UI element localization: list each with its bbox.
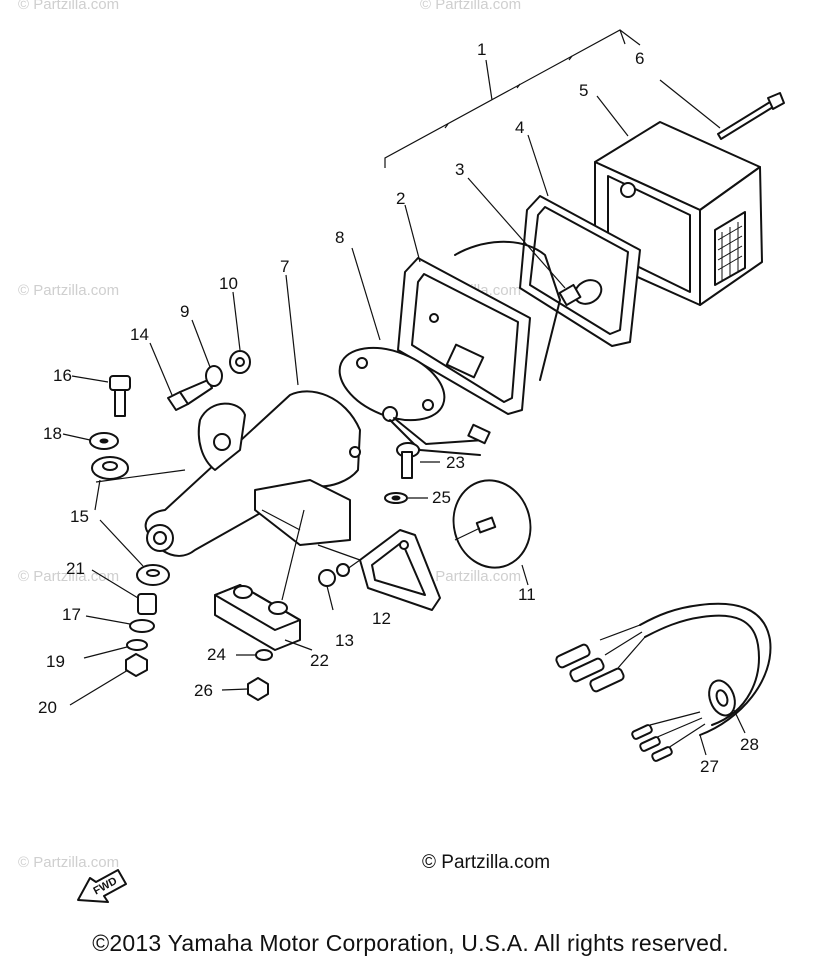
callout-17: 17 xyxy=(62,605,81,624)
part-14-bolt xyxy=(149,342,213,411)
part-27-wire-harness xyxy=(555,602,772,762)
part-21-collar xyxy=(91,569,157,615)
callout-25: 25 xyxy=(432,488,451,507)
part-19-lock-washer xyxy=(83,639,148,659)
part-2-base-plate xyxy=(397,204,561,415)
watermark-low-left: © Partzilla.com xyxy=(18,568,120,585)
part-7-main-bracket xyxy=(144,274,361,557)
callout-14: 14 xyxy=(130,325,149,344)
callout-10: 10 xyxy=(219,274,238,293)
callout-7: 7 xyxy=(280,257,289,276)
callout-22: 22 xyxy=(310,651,329,670)
callout-20: 20 xyxy=(38,698,57,717)
part-8-socket-plate xyxy=(338,247,491,456)
callout-26: 26 xyxy=(194,681,213,700)
callout-19: 19 xyxy=(46,652,65,671)
callout-28: 28 xyxy=(740,735,759,754)
part-9-washer xyxy=(191,319,223,387)
lens-reflector-grid xyxy=(714,211,746,286)
callout-23: 23 xyxy=(446,453,465,472)
callout-18: 18 xyxy=(43,424,62,443)
watermark-mid-left: © Partzilla.com xyxy=(18,282,120,299)
callout-2: 2 xyxy=(396,189,405,208)
callout-6: 6 xyxy=(635,49,644,68)
callout-15: 15 xyxy=(70,507,89,526)
part-12-reflector-bracket xyxy=(317,529,441,611)
copyright-footer: ©2013 Yamaha Motor Corporation, U.S.A. A… xyxy=(92,930,729,956)
callout-21: 21 xyxy=(66,559,85,578)
partzilla-credit: © Partzilla.com xyxy=(422,852,551,873)
callout-8: 8 xyxy=(335,228,344,247)
callout-5: 5 xyxy=(579,81,588,100)
callout-numbers: 1 2 3 4 5 6 7 8 9 10 11 12 13 14 15 16 1… xyxy=(38,40,759,776)
callout-9: 9 xyxy=(180,302,189,321)
callout-11: 11 xyxy=(518,585,536,604)
watermark-top-left: © Partzilla.com xyxy=(18,0,120,13)
callout-24: 24 xyxy=(207,645,226,664)
callout-13: 13 xyxy=(335,631,354,650)
callout-16: 16 xyxy=(53,366,72,385)
group-bracket-lines xyxy=(384,29,641,168)
part-26-nut xyxy=(221,677,269,701)
part-28-grommet xyxy=(708,679,746,734)
part-20-nut xyxy=(69,653,148,706)
part-23-bolt xyxy=(396,442,440,479)
part-6-screw xyxy=(659,79,785,140)
part-24-washer xyxy=(236,649,273,661)
callout-4: 4 xyxy=(515,118,524,137)
callout-12: 12 xyxy=(372,609,391,628)
fwd-arrow-icon: FWD xyxy=(77,869,127,903)
part-17-washer xyxy=(85,615,155,633)
part-13-nut xyxy=(318,563,350,611)
callout-27: 27 xyxy=(700,757,719,776)
part-16-bolt xyxy=(71,375,131,417)
watermark-top-right: © Partzilla.com xyxy=(420,0,522,13)
part-3-bulb xyxy=(467,177,603,307)
watermark-bottom-left: © Partzilla.com xyxy=(18,854,120,871)
part-11-reflector xyxy=(452,479,532,586)
callout-1: 1 xyxy=(477,40,486,59)
part-25-washer xyxy=(384,492,428,504)
watermark-low-right: © Partzilla.com xyxy=(420,568,522,585)
part-4-gasket xyxy=(519,134,641,347)
part-18-washer xyxy=(62,432,119,450)
part-15-bushing xyxy=(91,456,186,586)
part-22-damper-block xyxy=(214,509,313,651)
part-10-collar xyxy=(229,291,251,374)
callout-3: 3 xyxy=(455,160,464,179)
